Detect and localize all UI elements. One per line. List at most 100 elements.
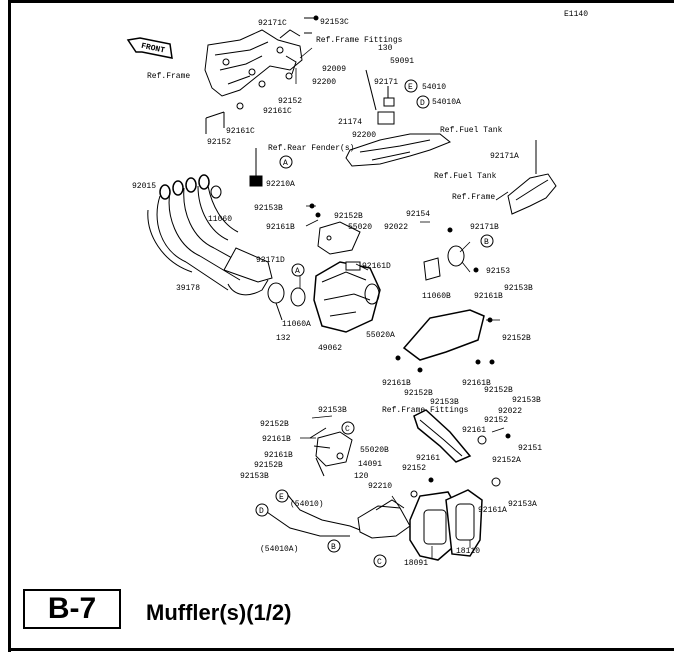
part-label: 92161 [462, 426, 486, 435]
callout-d-top: D [420, 99, 425, 108]
part-label: 92153B [504, 284, 533, 293]
right-frame-drawing [507, 140, 557, 215]
callout-b-right: B [484, 238, 489, 247]
part-label: 92151 [518, 444, 542, 453]
part-label: 18091 [404, 559, 428, 568]
part-label: 92153B [254, 204, 283, 213]
part-label: 92153B [430, 398, 459, 407]
leader-lines [295, 47, 509, 558]
part-label: 92152B [502, 334, 531, 343]
part-label: 132 [276, 334, 291, 343]
ref-label: Ref.Fuel Tank [434, 172, 497, 181]
muffler-body-drawing [357, 489, 483, 561]
part-label: 92161A [478, 506, 507, 515]
part-label: 11060 [208, 215, 232, 224]
part-label: 92200 [352, 131, 376, 140]
part-label: 120 [354, 472, 369, 481]
part-label: 92161 [416, 454, 440, 463]
part-label: 92161C [263, 107, 292, 116]
part-label: 92171D [256, 256, 285, 265]
part-label: 92171C [258, 19, 287, 28]
part-label: (54010A) [260, 545, 298, 554]
callout-letters: A A B D E C E D B C [259, 83, 489, 567]
part-label: 92152B [334, 212, 363, 221]
callout-a-mid: A [295, 267, 300, 276]
part-label: 92154 [406, 210, 430, 219]
part-label: 55020 [348, 223, 372, 232]
ref-label: Ref.Frame Fittings [316, 36, 403, 45]
part-label: 55020A [366, 331, 395, 340]
part-label: 92210 [368, 482, 392, 491]
ref-label: Ref.Frame [147, 72, 190, 81]
part-label: 92210A [266, 180, 295, 189]
part-label: 92152 [402, 464, 426, 473]
part-label: 59091 [390, 57, 414, 66]
part-label: 92161B [474, 292, 503, 301]
part-label: 92153 [486, 267, 510, 276]
line-art [126, 15, 557, 561]
part-label: 92022 [384, 223, 408, 232]
part-label: 92153B [318, 406, 347, 415]
part-label: 92022 [498, 407, 522, 416]
callout-b-low: B [331, 543, 336, 552]
part-label: 92171A [490, 152, 519, 161]
callout-c-mid: C [345, 425, 350, 434]
part-label: 18110 [456, 547, 480, 556]
part-label: 39178 [176, 284, 200, 293]
part-label: (54010) [290, 500, 324, 509]
part-number-labels: 92171C 92153C Ref.Frame Fittings 130 590… [132, 18, 542, 568]
exhaust-header-drawing [147, 174, 273, 296]
ref-label: Ref.Fuel Tank [440, 126, 503, 135]
ref-label: Ref.Frame Fittings [382, 406, 469, 415]
muffler-bracket-drawing [413, 409, 472, 463]
part-label: 92152 [207, 138, 231, 147]
part-label: 92152 [278, 97, 302, 106]
ref-label: Ref.Frame [452, 193, 495, 202]
section-code-box: B-7 [23, 589, 121, 629]
part-label: 92009 [322, 65, 346, 74]
callout-e-top: E [408, 83, 413, 92]
part-label: 92161C [226, 127, 255, 136]
part-label: 21174 [338, 118, 362, 127]
part-label: 92161B [262, 435, 291, 444]
page-title: Muffler(s)(1/2) [146, 600, 292, 625]
part-label: 92161B [264, 451, 293, 460]
part-label: 14091 [358, 460, 382, 469]
left-border-rule [8, 0, 11, 652]
part-label: 92153B [512, 396, 541, 405]
frame-bracket-drawing [204, 29, 303, 97]
callout-c-low: C [377, 558, 382, 567]
part-label: 92152B [404, 389, 433, 398]
part-label: 92015 [132, 182, 156, 191]
part-label: 92152B [484, 386, 513, 395]
part-label: 92153A [508, 500, 537, 509]
part-label: 92152B [260, 420, 289, 429]
callout-circles [255, 79, 494, 568]
part-label: 92152A [492, 456, 521, 465]
part-label: 92152B [254, 461, 283, 470]
part-label: 11060A [282, 320, 311, 329]
part-label: 49062 [318, 344, 342, 353]
callout-d-low: D [259, 507, 264, 516]
part-label: 92161B [462, 379, 491, 388]
part-label: 54010A [432, 98, 461, 107]
front-arrow-icon [126, 37, 173, 59]
part-label: 92161B [266, 223, 295, 232]
part-label: 92200 [312, 78, 336, 87]
rear-fender-drawing [345, 69, 451, 167]
drawing-code: E1140 [564, 10, 588, 19]
pre-chamber-drawing [313, 261, 381, 333]
part-label: 92153B [240, 472, 269, 481]
part-label: 92171 [374, 78, 398, 87]
part-label: 92161B [382, 379, 411, 388]
part-label: 130 [378, 44, 393, 53]
part-label: 92161D [362, 262, 391, 271]
part-label: 54010 [422, 83, 446, 92]
top-border-rule [8, 0, 674, 3]
callout-a-top: A [283, 159, 288, 168]
ref-label: Ref.Rear Fender(s) [268, 144, 354, 153]
callout-e-low: E [279, 493, 284, 502]
part-label: 92153C [320, 18, 349, 27]
